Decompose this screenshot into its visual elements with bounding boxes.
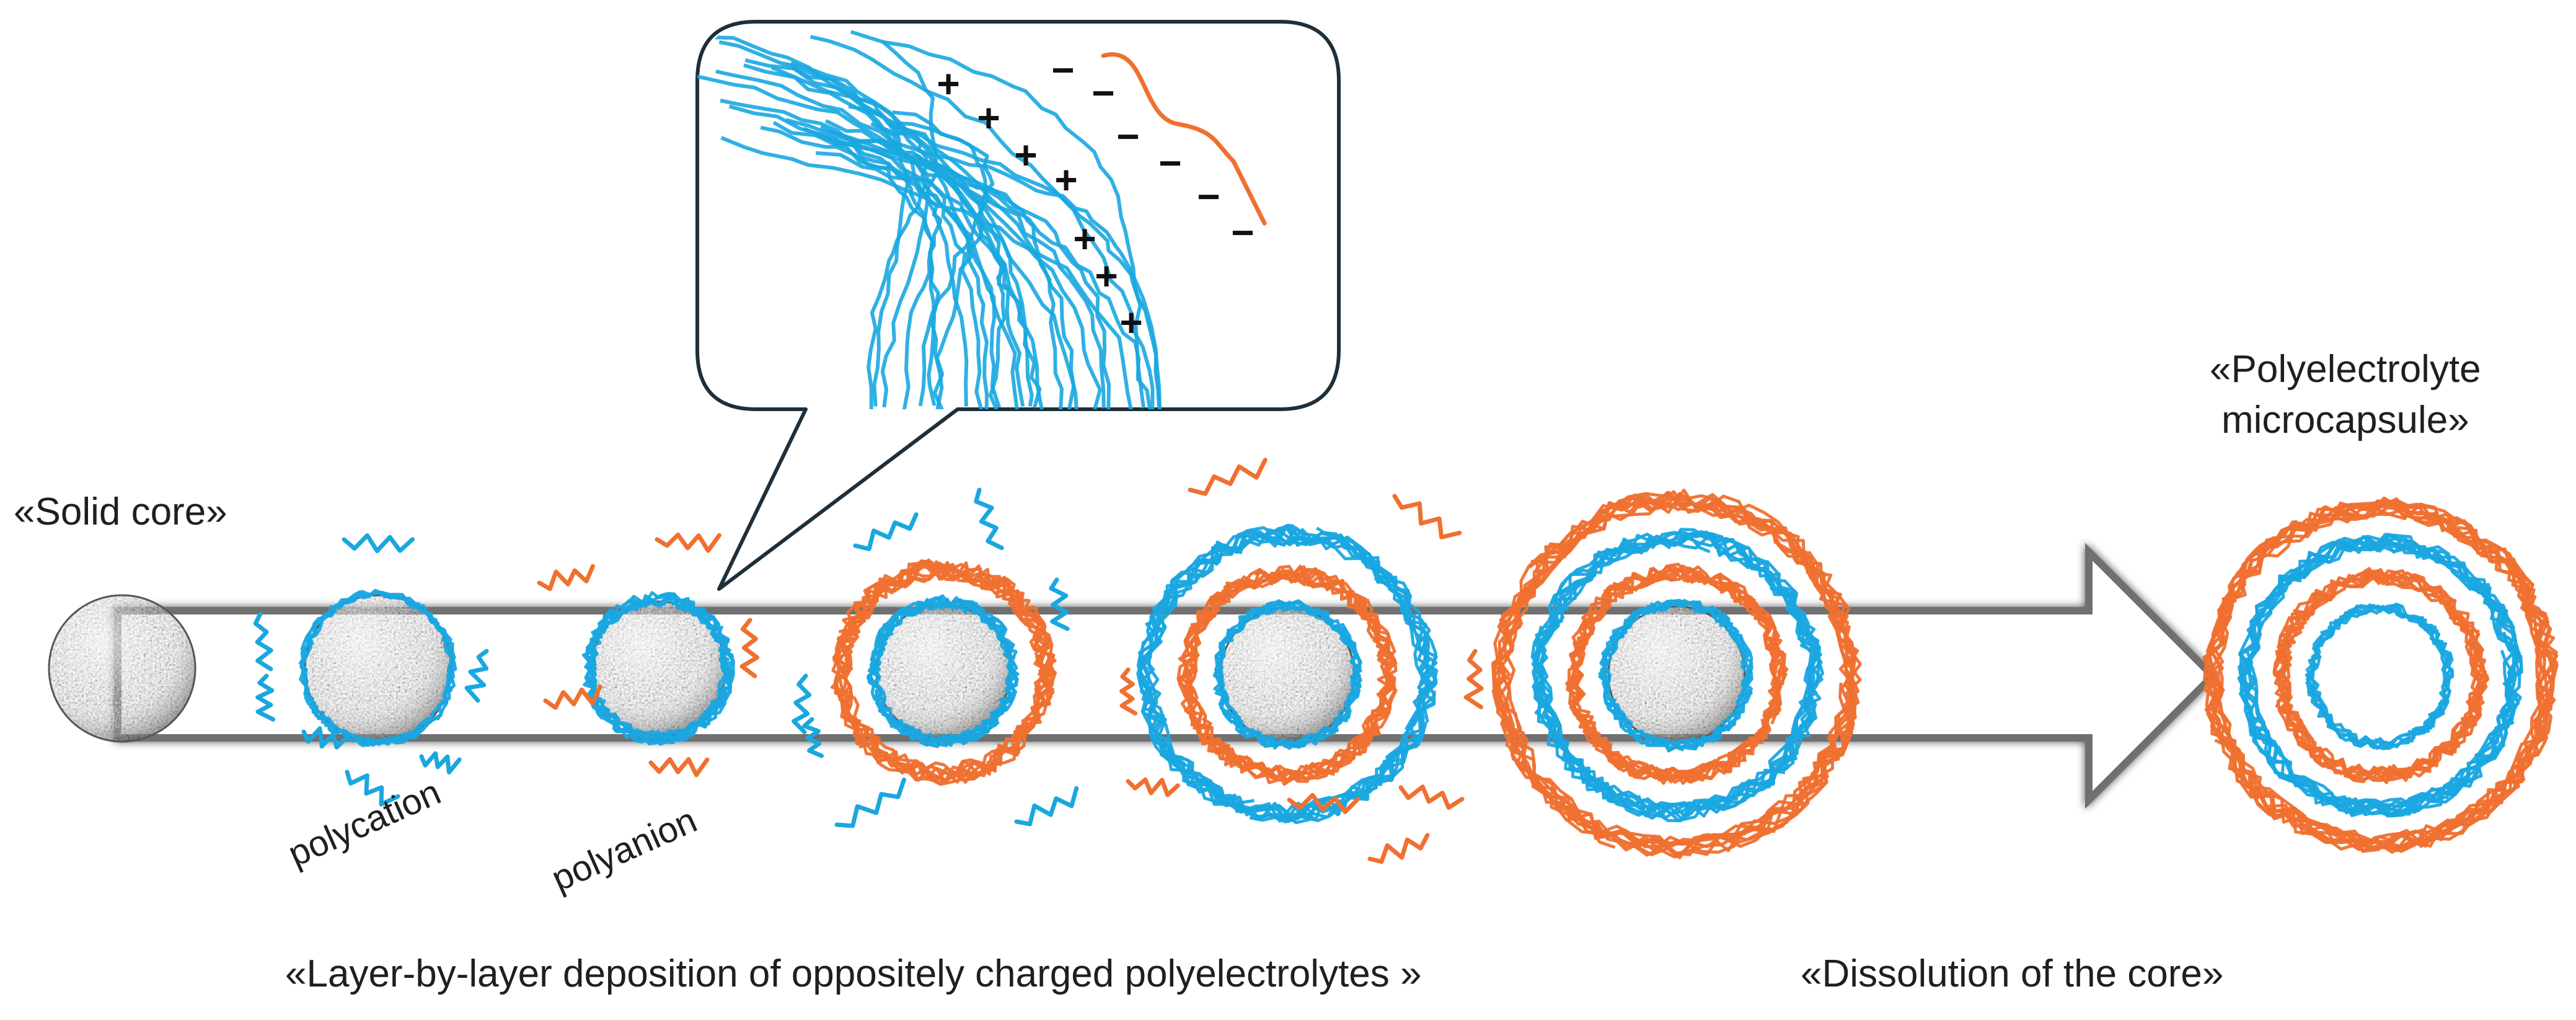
polyanion-layer-6a [1565, 562, 1789, 785]
label-solid-core: «Solid core» [14, 490, 227, 533]
minus-charge-0: − [1051, 48, 1074, 92]
free-polycation-chain-0 [342, 533, 415, 553]
polycation-coating-1 [299, 588, 457, 747]
label-dissolution: «Dissolution of the core» [1801, 952, 2224, 995]
core-stage-6 [1607, 605, 1746, 744]
free-polyanion-chain-0 [655, 532, 721, 553]
polyanion-layer-5 [1176, 564, 1398, 786]
minus-charge-5: − [1231, 210, 1254, 255]
free-polyanion-chain-11 [1119, 667, 1138, 716]
core-stage-polyanion [590, 600, 726, 737]
free-polyanion-chain-5 [1188, 458, 1268, 496]
free-polycation-chain-7 [792, 673, 812, 734]
core-stage-5 [1219, 606, 1356, 743]
plus-charge-2: + [1014, 133, 1037, 177]
plus-charge-5: + [1095, 254, 1118, 298]
plus-charge-1: + [977, 95, 1000, 140]
free-polycation-chain-10 [974, 487, 1004, 551]
free-polycation-chain-4 [301, 726, 350, 750]
capsule-polyanion-outer [2202, 496, 2559, 854]
callout-polyanion-strand [1101, 52, 1267, 226]
label-capsule-line2: microcapsule» [2221, 399, 2469, 441]
plus-charge-0: + [937, 61, 959, 106]
polyanion-layer-4 [831, 558, 1057, 786]
polycation-layer-5a [1212, 599, 1362, 750]
free-polycation-chain-13 [1014, 786, 1079, 827]
free-polyanion-chain-7 [1287, 792, 1361, 814]
minus-charge-1: − [1092, 71, 1114, 115]
free-polyanion-chain-4 [648, 757, 710, 778]
callout-zoom [697, 30, 1267, 409]
capsule-polyanion-inner [2272, 567, 2490, 784]
plus-charge-4: + [1073, 216, 1096, 261]
minus-charge-2: − [1116, 114, 1139, 159]
free-polycation-chain-6 [419, 751, 462, 774]
free-polyanion-chain-3 [543, 684, 602, 710]
minus-charge-4: − [1197, 174, 1220, 219]
plus-charge-3: + [1054, 157, 1077, 202]
polycation-layer-3 [581, 591, 735, 746]
free-polycation-chain-9 [853, 512, 919, 551]
label-capsule-line1: «Polyelectrolyte [2210, 348, 2481, 391]
core-stage-4 [875, 603, 1012, 740]
free-polyanion-chain-1 [537, 564, 595, 592]
free-polyanion-chain-6 [1392, 494, 1462, 539]
polycation-layer-5b [1136, 523, 1439, 825]
particle-scene [48, 458, 2559, 864]
free-polycation-chain-11 [1049, 577, 1070, 631]
polycation-layer-6b [1530, 528, 1825, 823]
label-layer-by-layer: «Layer-by-layer deposition of oppositely… [285, 952, 1422, 995]
capsule-polycation-inner [2305, 602, 2455, 750]
free-polycation-chain-3 [464, 649, 489, 703]
free-polyanion-chain-10 [1367, 833, 1430, 864]
free-polycation-chain-1 [253, 611, 273, 672]
core-bare [48, 594, 196, 743]
charge-markers: +++++++−−−−−− [937, 48, 1254, 345]
polycation-layer-6a [1598, 598, 1753, 753]
free-polyanion-chain-9 [1398, 784, 1465, 810]
free-polycation-chain-12 [834, 778, 906, 828]
free-polyanion-chain-2 [739, 618, 759, 678]
free-polycation-chain-2 [255, 673, 276, 722]
polyanion-layer-6b [1491, 489, 1862, 859]
capsule-polycation-outer [2237, 533, 2523, 818]
label-polyelectrolyte-microcapsule: «Polyelectrolyte microcapsule» [2210, 344, 2481, 446]
minus-charge-3: − [1158, 141, 1181, 185]
free-polyanion-chain-8 [1126, 777, 1180, 797]
free-polycation-chain-8 [802, 717, 824, 758]
polycation-layer-4 [867, 594, 1020, 748]
plus-charge-6: + [1119, 300, 1142, 345]
free-polycation-chain-5 [345, 769, 400, 807]
free-polyanion-chain-12 [1463, 649, 1484, 709]
